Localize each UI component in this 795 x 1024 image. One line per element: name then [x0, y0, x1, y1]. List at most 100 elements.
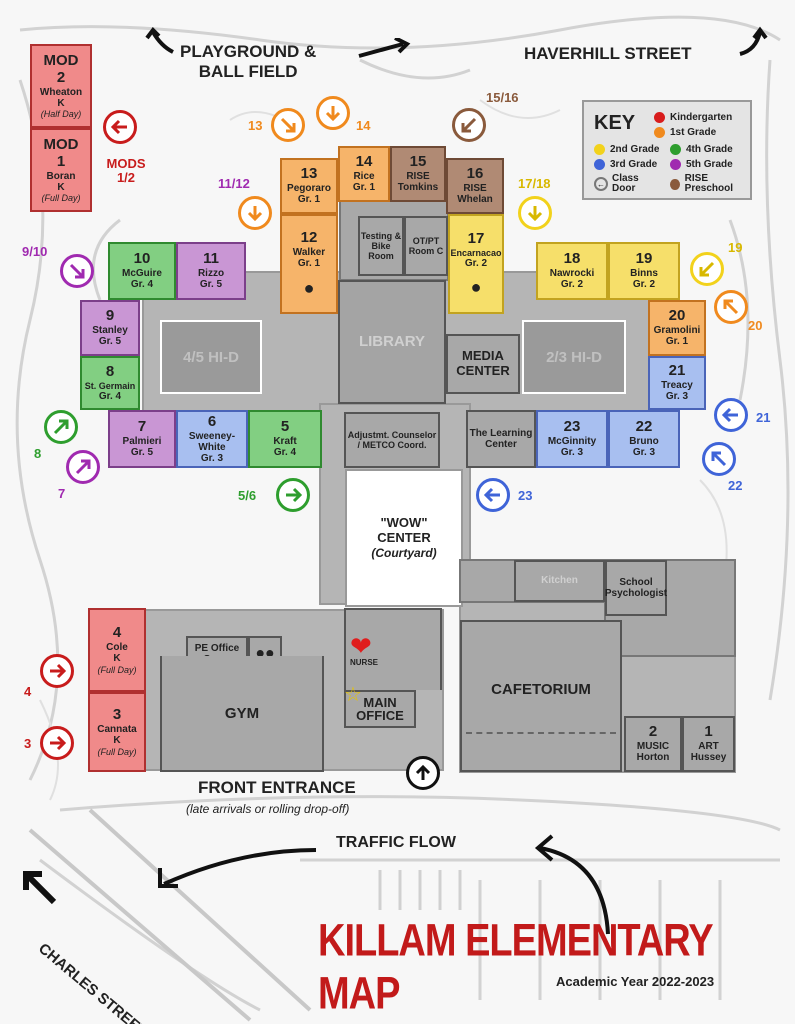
- door-20-icon[interactable]: [714, 290, 748, 324]
- nurse-heart-icon: ❤: [350, 630, 372, 661]
- grade5-dot: [670, 159, 681, 170]
- door-15-16-label: 15/16: [486, 90, 519, 105]
- door-5-6-icon[interactable]: [276, 478, 310, 512]
- traffic-arrow-right-icon: [534, 834, 610, 935]
- wow-center: "WOW"CENTER (Courtyard): [371, 515, 437, 560]
- door-19-label: 19: [728, 240, 743, 255]
- door-22-label: 22: [728, 478, 743, 493]
- door-23-icon[interactable]: [476, 478, 510, 512]
- key-item-1st-grade: 1st Grade: [654, 127, 716, 138]
- door-mods-icon[interactable]: [103, 110, 137, 144]
- star-icon: ☆: [344, 684, 362, 706]
- door-15-16-icon[interactable]: [452, 108, 486, 142]
- kindergarten-dot: [654, 112, 665, 123]
- door-mods-label: MODS 1/2: [106, 156, 146, 186]
- key-title: KEY: [594, 112, 636, 134]
- haverhill-street-label: HAVERHILL STREET: [524, 44, 692, 63]
- hid-45[interactable]: 4/5 HI-D: [160, 320, 262, 394]
- charles-street-arrow-icon: [23, 871, 57, 905]
- door-11-12-icon[interactable]: [238, 196, 272, 230]
- cafetorium-stage-line: [466, 732, 616, 734]
- traffic-arrow-left-icon: [158, 848, 317, 888]
- door-7-icon[interactable]: [66, 450, 100, 484]
- library[interactable]: LIBRARY: [338, 280, 446, 404]
- door-22-icon[interactable]: [702, 442, 736, 476]
- testing-bike-room[interactable]: Testing & Bike Room: [358, 216, 404, 276]
- academic-year: Academic Year 2022-2023: [556, 974, 715, 989]
- mod-1[interactable]: MOD 1 Boran K (Full Day): [30, 128, 92, 212]
- nurse[interactable]: ❤ NURSE: [344, 608, 442, 690]
- door-19-icon[interactable]: [690, 252, 724, 286]
- door-23-label: 23: [518, 488, 533, 503]
- rise-dot: [670, 178, 680, 190]
- map-title: KILLAM ELEMENTARY MAP: [318, 916, 713, 1019]
- key-item-4th-grade: 4th Grade: [670, 144, 733, 155]
- kitchen[interactable]: Kitchen: [514, 560, 605, 602]
- adjustment-counselor[interactable]: Adjustmt. Counselor / METCO Coord.: [344, 412, 440, 468]
- grade1-dot: [654, 127, 665, 138]
- key-item-kindergarten: Kindergarten: [654, 112, 732, 123]
- door-14-label: 14: [356, 118, 371, 133]
- door-9-10-label: 9/10: [22, 244, 48, 259]
- mod-2[interactable]: MOD 2 Wheaton K (Half Day): [30, 44, 92, 128]
- door-4-icon[interactable]: [40, 654, 74, 688]
- door-8-icon[interactable]: [44, 410, 78, 444]
- key-item-3rd-grade: 3rd Grade: [594, 159, 657, 170]
- door-arrow-icon: ←: [594, 177, 608, 191]
- key-item-5th-grade: 5th Grade: [670, 159, 733, 170]
- door-8-label: 8: [34, 446, 42, 461]
- door-14-icon[interactable]: [316, 96, 350, 130]
- restroom-icon: ●: [303, 277, 315, 298]
- door-5-6-label: 5/6: [238, 488, 257, 503]
- door-9-10-icon[interactable]: [60, 254, 94, 288]
- cafetorium[interactable]: CAFETORIUM: [460, 620, 622, 772]
- key-item-rise: RISE Preschool: [670, 174, 750, 194]
- hid-23[interactable]: 2/3 HI-D: [522, 320, 626, 394]
- front-entrance-label: FRONT ENTRANCE: [198, 778, 356, 797]
- door-17-18-icon[interactable]: [518, 196, 552, 230]
- key-item-class-door: ← Class Door: [594, 174, 664, 194]
- door-20-label: 20: [748, 318, 763, 333]
- door-17-18-label: 17/18: [518, 176, 551, 191]
- front-entrance-note: (late arrivals or rolling drop-off): [186, 802, 350, 816]
- playground-label: PLAYGROUND &BALL FIELD: [180, 42, 317, 81]
- door-13-icon[interactable]: [271, 108, 305, 142]
- door-21-label: 21: [756, 410, 771, 425]
- front-entrance-door-icon[interactable]: [406, 756, 440, 790]
- school-psychologist[interactable]: School Psychologist: [605, 560, 667, 616]
- main-office[interactable]: ☆ MAIN OFFICE: [344, 684, 416, 728]
- grade2-dot: [594, 144, 605, 155]
- gym[interactable]: GYM: [160, 656, 324, 772]
- learning-center[interactable]: The Learning Center: [466, 410, 536, 468]
- playground-arrow-right-icon: [358, 38, 411, 58]
- restroom-icon: ●: [470, 276, 482, 297]
- door-3-icon[interactable]: [40, 726, 74, 760]
- door-21-icon[interactable]: [714, 398, 748, 432]
- media-center[interactable]: MEDIA CENTER: [446, 334, 520, 394]
- otpt-room[interactable]: OT/PT Room C: [404, 216, 448, 276]
